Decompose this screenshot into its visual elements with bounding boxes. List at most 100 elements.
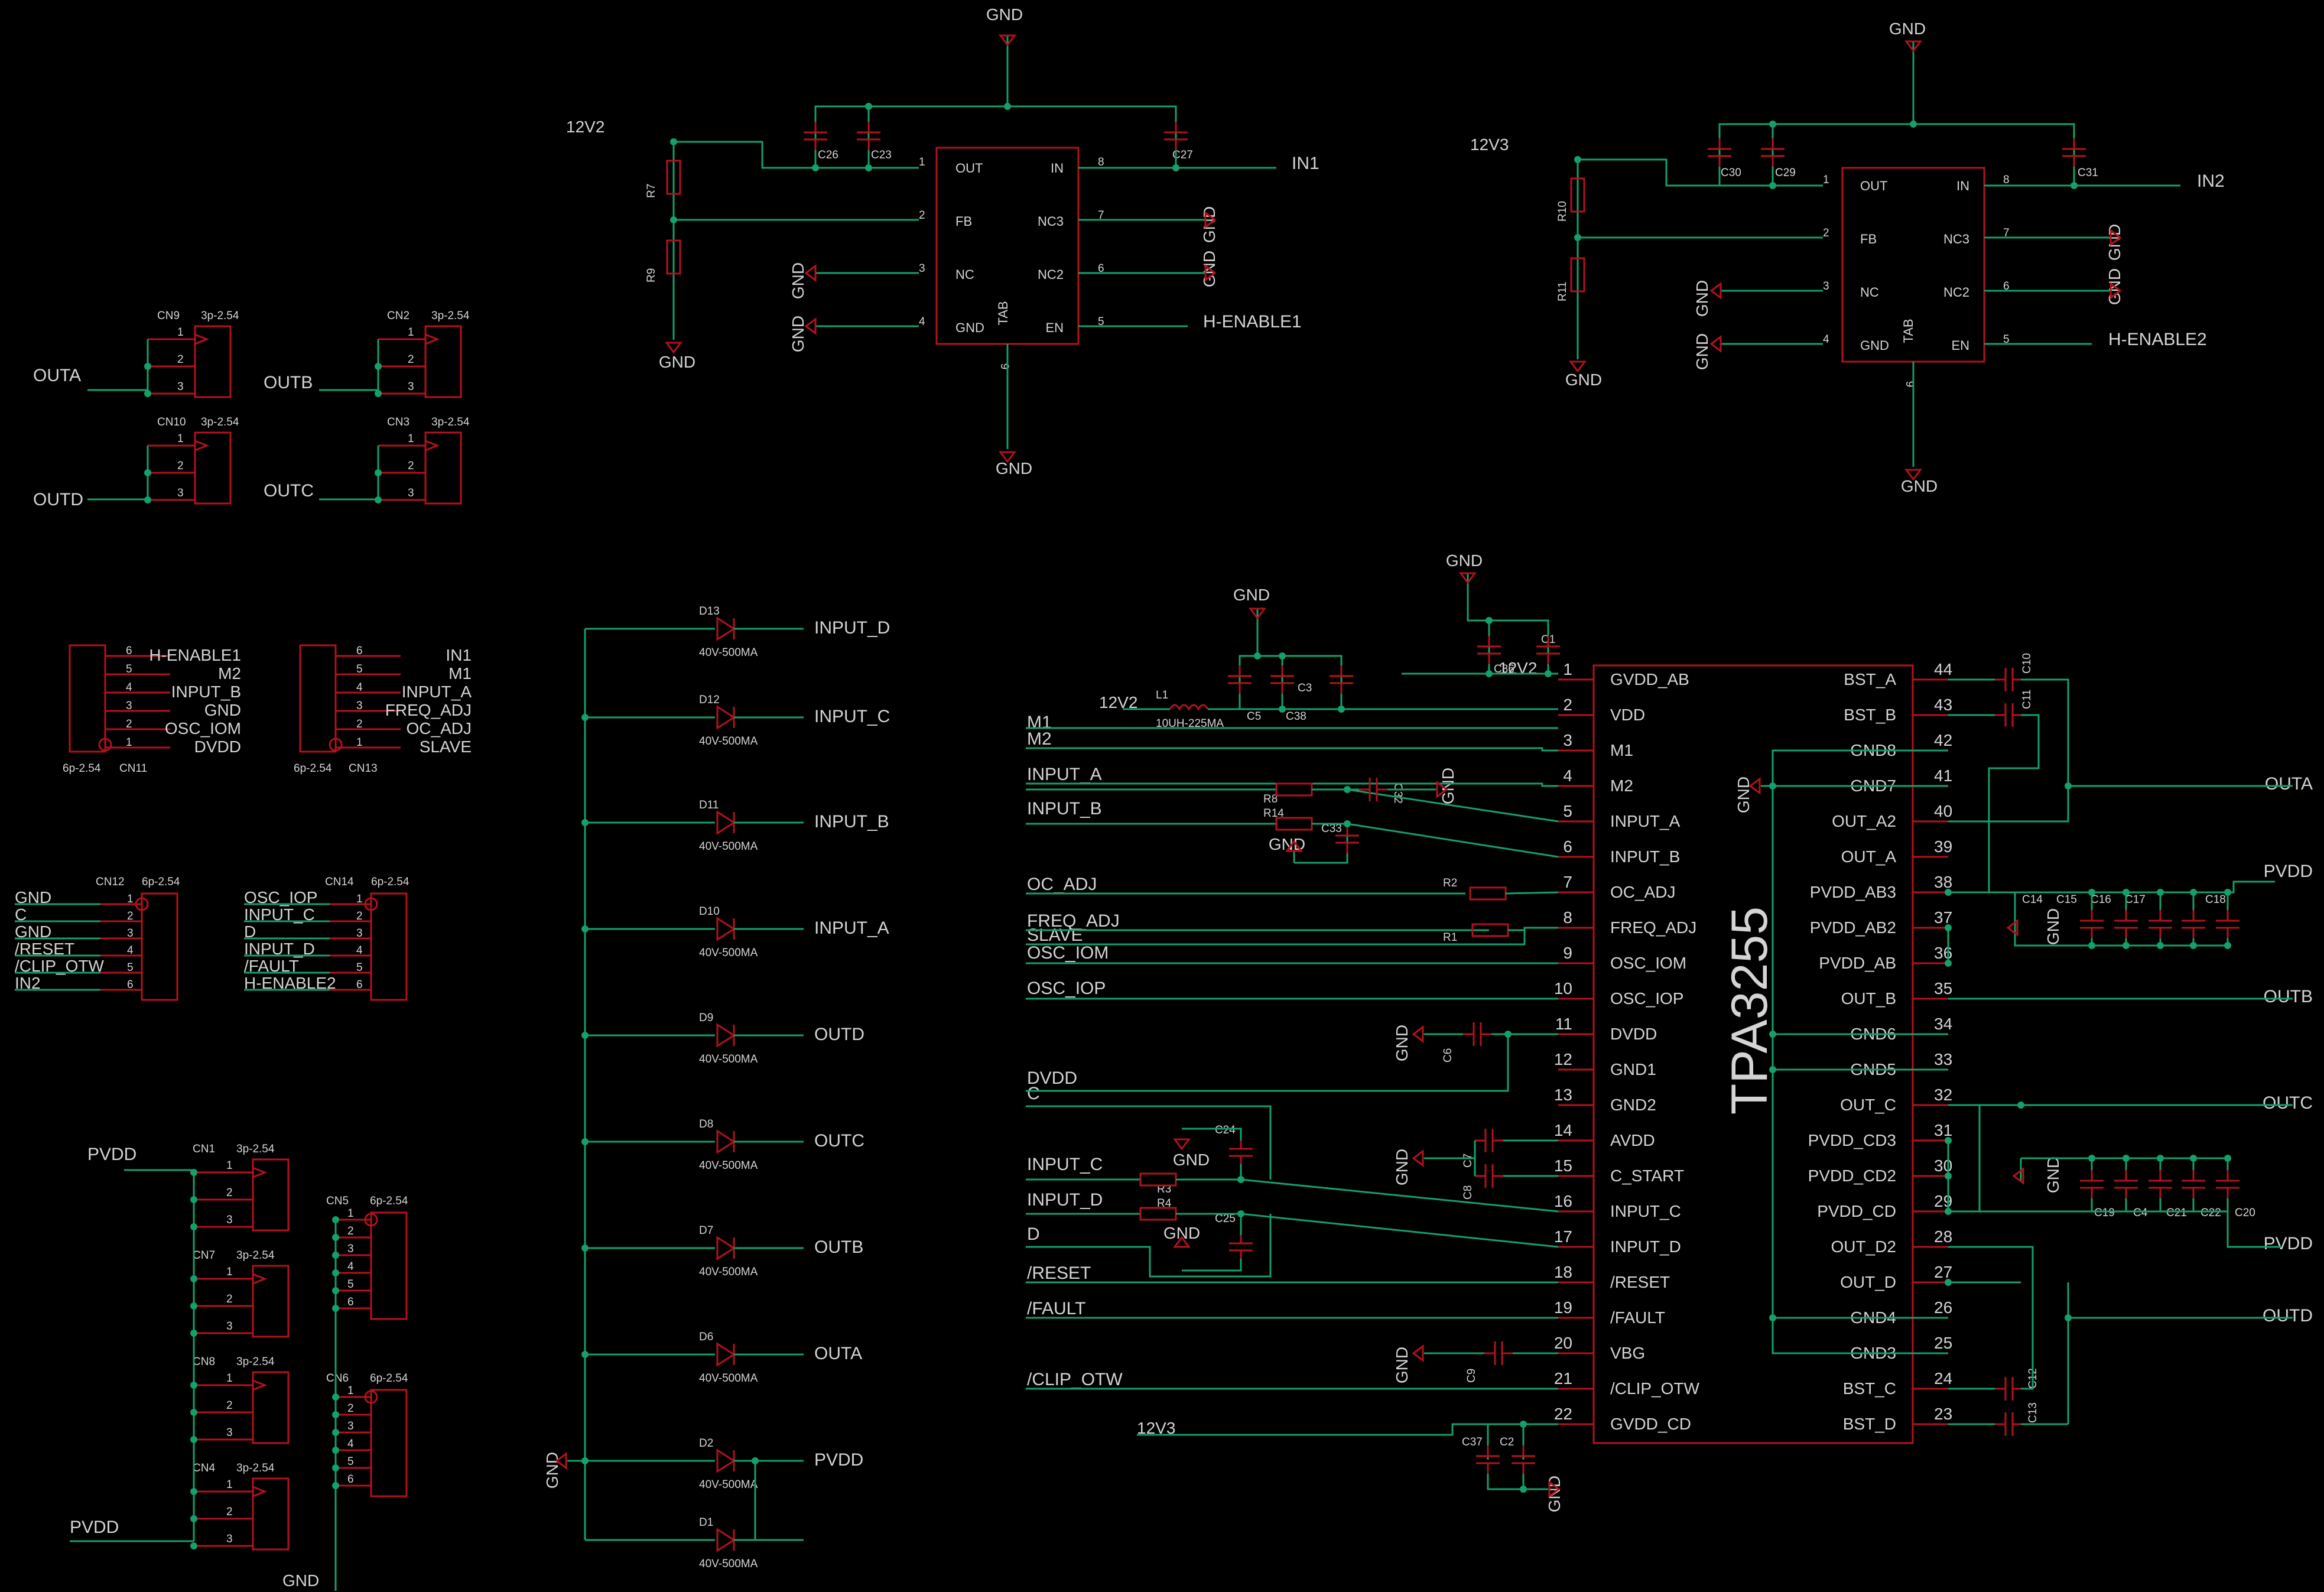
diode	[716, 1342, 736, 1367]
ic-pin-name: OUT_B	[1841, 989, 1896, 1008]
pin-number: 6	[126, 645, 132, 657]
wire	[2021, 1282, 2034, 1390]
pin-number: 5	[1098, 316, 1104, 328]
resistor	[666, 160, 681, 195]
pin-number: 2	[226, 1293, 233, 1305]
wire	[1026, 1214, 1272, 1278]
diode	[716, 616, 736, 641]
net-12v2: 12V2	[566, 118, 604, 136]
ground-symbol	[1285, 840, 1303, 852]
junction	[1945, 1137, 1952, 1144]
diode	[716, 705, 736, 730]
net-outb: OUTB	[2264, 987, 2313, 1006]
wire	[124, 1169, 195, 1541]
net-label: M2	[218, 664, 241, 683]
ic-pin-number: 31	[1934, 1121, 1952, 1139]
ic-pin-number: 41	[1934, 766, 1952, 785]
junction	[144, 469, 151, 476]
pkg-label: 3p-2.54	[201, 310, 239, 322]
diode-value: 40V-500MA	[699, 1479, 758, 1491]
diode	[716, 1129, 736, 1154]
ref-c14: C14	[2022, 894, 2043, 906]
pin-number: 2	[408, 460, 414, 472]
ground-symbol	[1709, 282, 1722, 300]
ref-c26: C26	[818, 149, 838, 161]
net-pvdd: PVDD	[2264, 862, 2313, 881]
pin-number: 3	[1823, 280, 1829, 293]
junction	[581, 1245, 589, 1252]
junction	[375, 469, 382, 476]
pin-number: 9	[998, 363, 1010, 370]
net-label: /RESET	[15, 940, 74, 958]
ic-pin-name: VBG	[1610, 1344, 1645, 1362]
connector-body	[370, 1211, 408, 1320]
junction	[1945, 1279, 1952, 1286]
ic-pin-number: 37	[1934, 908, 1952, 927]
wire	[1137, 1423, 1558, 1436]
pin-name: NC3	[1038, 214, 1064, 229]
ref-c18: C18	[2205, 894, 2226, 906]
ref-r1: R1	[1443, 931, 1457, 944]
resistor	[1570, 257, 1585, 293]
ref-c4: C4	[2133, 1207, 2148, 1219]
junction	[865, 103, 872, 110]
junction	[2123, 889, 2130, 896]
gnd-label: GND	[789, 316, 807, 352]
ground-symbol	[1412, 1025, 1424, 1043]
ic-pin-number: 33	[1934, 1050, 1952, 1068]
pin-name: GND	[955, 320, 984, 335]
output-connectors: CN9 3p-2.54 OUTA CN2 3p-2.54 OUTB CN10 3…	[33, 310, 470, 509]
ic-pin-name: PVDD_CD3	[1808, 1131, 1896, 1149]
pin-name: NC	[1860, 285, 1879, 300]
pin-number: 2	[356, 718, 363, 730]
ground-symbol	[1412, 1344, 1424, 1362]
ic-pin-number: 2	[1563, 696, 1572, 714]
ref-c22: C22	[2201, 1207, 2221, 1219]
ic-pin-number: 22	[1554, 1405, 1572, 1423]
resistor	[1275, 782, 1313, 797]
ic-pin-number: 24	[1934, 1369, 1952, 1388]
pin1-marker	[424, 439, 440, 452]
pin-number: 3	[356, 927, 363, 940]
wire	[1294, 853, 1348, 864]
ic-pin-name: GND1	[1610, 1060, 1656, 1078]
ic-pin-number: 29	[1934, 1192, 1952, 1210]
junction	[1945, 960, 1952, 967]
resistor	[1469, 886, 1507, 901]
wire	[814, 105, 1177, 168]
pkg-label: 3p-2.54	[431, 310, 470, 322]
pin-number: 4	[919, 316, 925, 328]
ic-pin-number: 6	[1563, 837, 1572, 856]
diode-ref: D13	[699, 605, 720, 618]
connector-body	[252, 1371, 290, 1444]
pin-name: NC2	[1943, 285, 1969, 300]
pin-number: 3	[126, 700, 132, 712]
pin-number: 1	[226, 1266, 233, 1278]
ic-pin-number: 3	[1563, 731, 1572, 749]
gnd-label: GND	[2044, 908, 2062, 945]
net-label: PVDD	[814, 1450, 863, 1470]
net-label: SLAVE	[1027, 925, 1083, 945]
pin-number: 4	[127, 944, 134, 957]
junction	[1486, 617, 1493, 624]
diode-ref: D6	[699, 1331, 713, 1343]
connector-body	[370, 1389, 408, 1497]
ic-pin-name: PVDD_CD2	[1808, 1167, 1896, 1185]
net-pvdd: PVDD	[2264, 1234, 2313, 1253]
inductor-value: 10UH-225MA	[1156, 717, 1224, 730]
ref-c31: C31	[2078, 167, 2098, 179]
gnd-label: GND	[789, 262, 807, 299]
diode-value: 40V-500MA	[699, 1266, 758, 1278]
pin-number: 3	[226, 1533, 233, 1545]
pin-name: IN	[1956, 178, 1969, 193]
ref-cn2: CN2	[387, 310, 409, 322]
ground-symbol	[1904, 469, 1922, 481]
gnd-label: GND	[1734, 776, 1753, 813]
wire	[1026, 747, 1558, 752]
ic-pin-number: 12	[1554, 1050, 1572, 1068]
ic-pin-name: INPUT_C	[1610, 1202, 1681, 1220]
ground-symbol	[1173, 1236, 1191, 1248]
ref-c20: C20	[2235, 1207, 2255, 1219]
ic-pin-name: INPUT_D	[1610, 1237, 1681, 1256]
ic-pin-number: 21	[1554, 1369, 1572, 1388]
